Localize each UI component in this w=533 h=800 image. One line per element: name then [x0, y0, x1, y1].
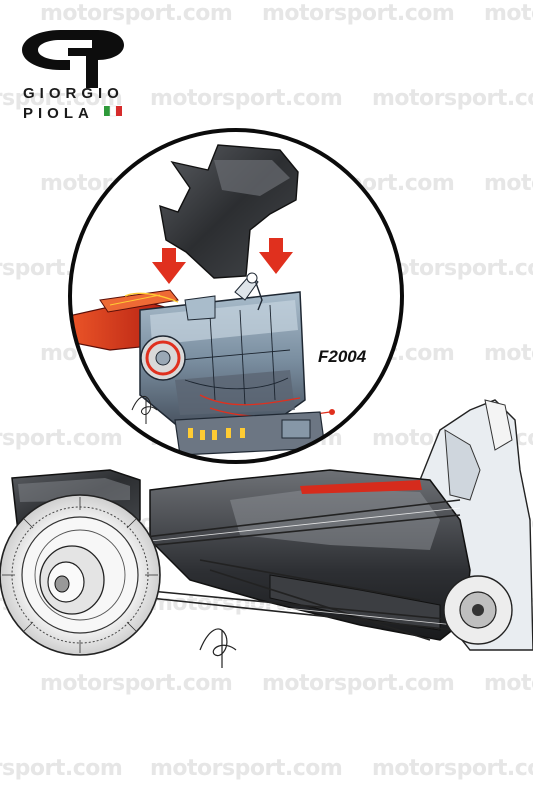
- watermark-text: motorsport.com: [484, 341, 533, 366]
- watermark-text: motorsport.com: [40, 1, 232, 26]
- assembly-arrow-right: [259, 238, 293, 274]
- rear-floor-gearbox-drawing: [0, 399, 533, 668]
- watermark-text: motorsport.com: [372, 756, 533, 781]
- rear-wheel-hub: [0, 494, 161, 656]
- flag-white: [109, 105, 117, 117]
- watermark-text: motorsport.com: [484, 1, 533, 26]
- watermark-text: motorsport.com: [262, 1, 454, 26]
- watermark-text: motorsport.com: [372, 86, 533, 111]
- logo-line-piola: PIOLA: [23, 105, 94, 122]
- inset-border: [68, 128, 404, 464]
- flag-green: [104, 106, 110, 116]
- logo-gp-mark: [22, 30, 124, 88]
- artist-signature-bottom: [199, 628, 237, 668]
- watermark-text: motorsport.com: [150, 756, 342, 781]
- watermark-text: motorsport.com: [150, 86, 342, 111]
- flag-red: [116, 106, 122, 116]
- assembly-arrow-left: [152, 248, 186, 284]
- watermark-text: motorsport.com: [484, 171, 533, 196]
- watermark-text: motorsport.com: [484, 671, 533, 696]
- artist-signature-inset: [131, 395, 158, 424]
- watermark-text: motorsport.com: [0, 756, 122, 781]
- inset-model-label: F2004: [318, 347, 367, 366]
- watermark-text: motorsport.com: [0, 86, 122, 111]
- logo-line-giorgio: GIORGIO: [23, 85, 124, 102]
- giorgio-piola-logo: GIORGIO PIOLA: [22, 30, 124, 122]
- right-upright: [443, 575, 513, 645]
- inset-circle: F2004: [68, 128, 404, 464]
- watermark-text: motorsport.com: [40, 671, 232, 696]
- watermark-text: motorsport.com: [0, 426, 122, 451]
- watermark-text: motorsport.com: [262, 671, 454, 696]
